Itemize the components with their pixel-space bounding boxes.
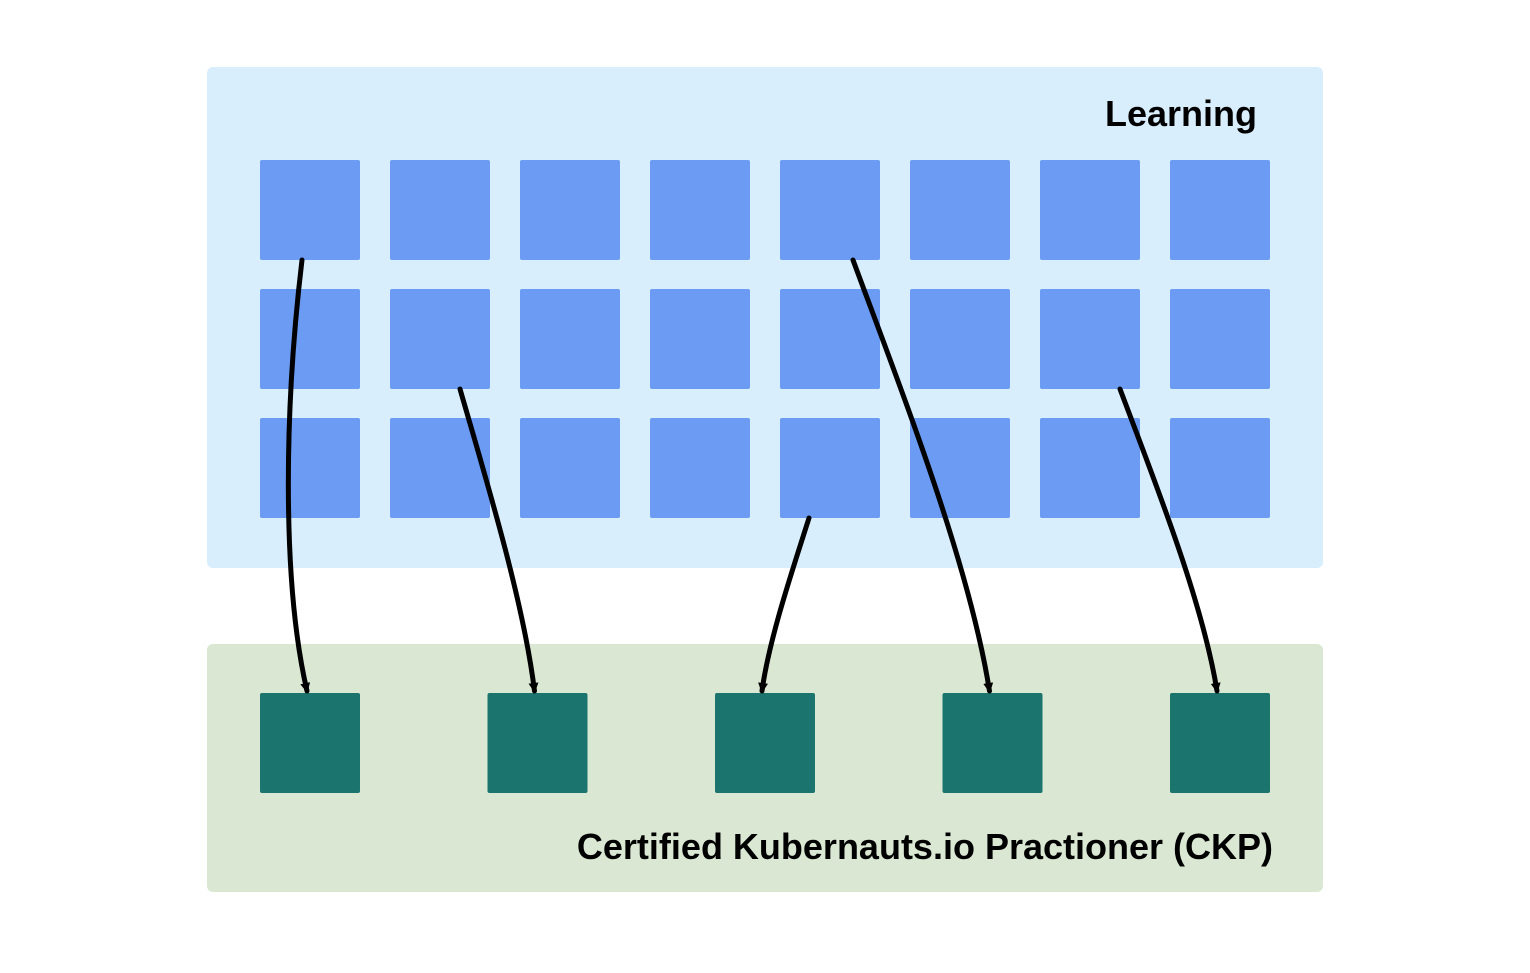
mapping-arrow-5 (1117, 386, 1221, 694)
certification-panel: Certified Kubernauts.io Practioner (CKP) (207, 644, 1323, 892)
learning-module-r3-c7 (1040, 418, 1140, 518)
certification-module-5 (1170, 693, 1270, 793)
learning-module-r2-c5 (780, 289, 880, 389)
learning-module-r2-c8 (1170, 289, 1270, 389)
certification-panel-label: Certified Kubernauts.io Practioner (CKP) (577, 826, 1273, 867)
mapping-arrow-4 (850, 257, 994, 694)
learning-module-r3-c4 (650, 418, 750, 518)
mapping-arrow-3 (758, 515, 812, 694)
learning-panel: Learning (207, 67, 1323, 568)
learning-panel-background (207, 67, 1323, 568)
learning-module-grid (260, 160, 1270, 518)
certification-module-1 (260, 693, 360, 793)
learning-module-r2-c4 (650, 289, 750, 389)
mapping-arrow-1 (285, 257, 311, 694)
certification-module-4 (942, 693, 1043, 793)
mapping-arrows (285, 257, 1221, 694)
learning-module-r2-c3 (520, 289, 620, 389)
learning-module-r1-c7 (1040, 160, 1140, 260)
learning-module-r2-c6 (910, 289, 1010, 389)
certification-module-3 (715, 693, 815, 793)
learning-module-r1-c2 (390, 160, 490, 260)
learning-module-r3-c5 (780, 418, 880, 518)
certification-module-row (260, 693, 1270, 793)
learning-module-r1-c3 (520, 160, 620, 260)
learning-module-r2-c7 (1040, 289, 1140, 389)
mapping-arrow-2 (457, 386, 539, 694)
learning-module-r1-c8 (1170, 160, 1270, 260)
learning-module-r1-c5 (780, 160, 880, 260)
learning-module-r3-c2 (390, 418, 490, 518)
learning-module-r3-c3 (520, 418, 620, 518)
learning-module-r1-c1 (260, 160, 360, 260)
learning-module-r3-c6 (910, 418, 1010, 518)
learning-module-r2-c2 (390, 289, 490, 389)
learning-module-r1-c6 (910, 160, 1010, 260)
learning-module-r2-c1 (260, 289, 360, 389)
learning-module-r3-c8 (1170, 418, 1270, 518)
certification-module-2 (487, 693, 588, 793)
learning-module-r3-c1 (260, 418, 360, 518)
learning-panel-label: Learning (1105, 93, 1257, 134)
learning-module-r1-c4 (650, 160, 750, 260)
